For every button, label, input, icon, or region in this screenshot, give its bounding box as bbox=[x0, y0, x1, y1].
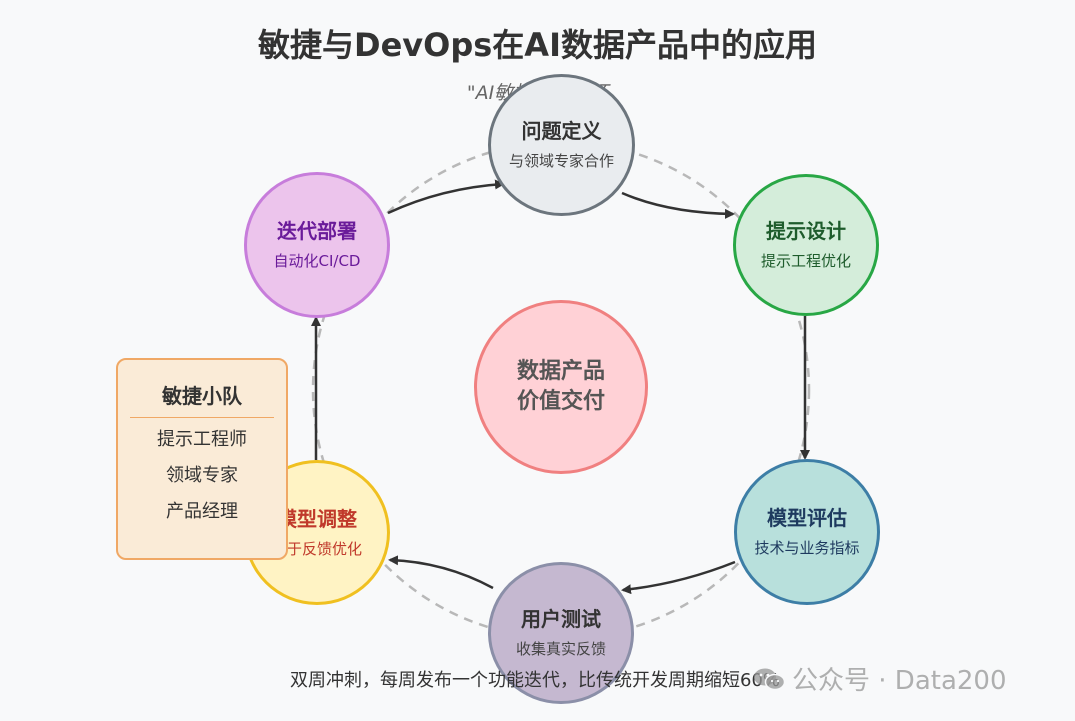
node-problem-definition[interactable]: 问题定义 与领域专家合作 bbox=[488, 74, 635, 216]
node-user-testing[interactable]: 用户测试 收集真实反馈 bbox=[488, 562, 634, 704]
center-line-2: 价值交付 bbox=[516, 389, 605, 414]
node-title: 提示设计 bbox=[766, 219, 846, 243]
arrow-deploy-to-define bbox=[387, 179, 505, 215]
node-iterative-deployment[interactable]: 迭代部署 自动化CI/CD bbox=[244, 172, 390, 318]
node-subtitle: 收集真实反馈 bbox=[515, 640, 606, 658]
team-member: 提示工程师 bbox=[157, 429, 247, 450]
node-title: 模型调整 bbox=[277, 506, 357, 531]
node-subtitle: 自动化CI/CD bbox=[273, 252, 361, 270]
team-title: 敏捷小队 bbox=[162, 384, 242, 408]
node-model-evaluation[interactable]: 模型评估 技术与业务指标 bbox=[734, 459, 880, 605]
page-title: 敏捷与DevOps在AI数据产品中的应用 bbox=[258, 26, 817, 64]
team-member: 领域专家 bbox=[166, 465, 238, 486]
arrow-evaluate-to-test bbox=[621, 560, 736, 595]
node-title: 用户测试 bbox=[521, 607, 601, 631]
footer-note: 双周冲刺，每周发布一个功能迭代，比传统开发周期缩短60% bbox=[290, 670, 781, 691]
node-title: 模型评估 bbox=[767, 506, 847, 530]
wechat-icon bbox=[754, 668, 786, 691]
node-title: 问题定义 bbox=[521, 119, 602, 143]
center-line-1: 数据产品 bbox=[516, 359, 605, 384]
node-subtitle: 基于反馈优化 bbox=[271, 539, 362, 558]
watermark: 公众号 · Data200 bbox=[752, 660, 1007, 697]
node-prompt-design[interactable]: 提示设计 提示工程优化 bbox=[733, 174, 879, 316]
arrow-test-to-tune bbox=[388, 555, 494, 590]
node-title: 迭代部署 bbox=[277, 219, 357, 243]
node-subtitle: 提示工程优化 bbox=[760, 252, 851, 270]
node-subtitle: 与领域专家合作 bbox=[508, 152, 614, 170]
team-member: 产品经理 bbox=[166, 501, 238, 522]
node-subtitle: 技术与业务指标 bbox=[754, 539, 860, 557]
team-divider bbox=[130, 417, 274, 418]
arrow-define-to-prompt bbox=[621, 191, 735, 219]
center-node: 数据产品 价值交付 bbox=[474, 300, 648, 474]
agile-team-box: 敏捷小队 提示工程师 领域专家 产品经理 bbox=[116, 358, 288, 560]
watermark-text: 公众号 · Data200 bbox=[792, 666, 1007, 696]
